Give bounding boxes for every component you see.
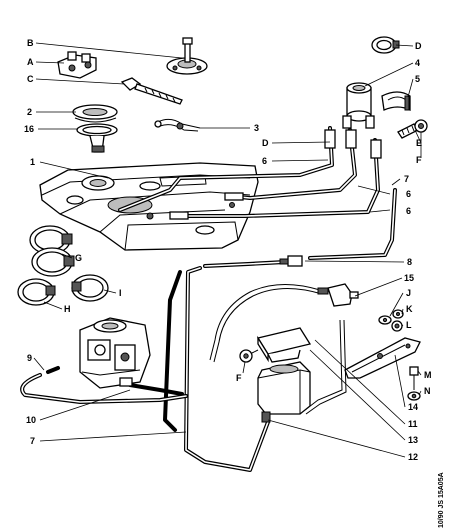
callout-4: 4 bbox=[415, 58, 420, 68]
connector-block-a bbox=[57, 51, 97, 79]
callout-k: K bbox=[406, 304, 413, 314]
callout-g: G bbox=[75, 253, 82, 263]
hose-clamp-h bbox=[17, 278, 56, 306]
bracket-14 bbox=[344, 337, 421, 379]
bolt-f-lower bbox=[239, 349, 259, 363]
callout-labels: B A C 2 16 D 4 5 3 D E F 1 6 7 6 6 G H I… bbox=[24, 38, 432, 462]
sender-unit-2 bbox=[72, 104, 118, 123]
callout-7-bottom: 7 bbox=[30, 436, 35, 446]
reference-code: 10/90 JS 15A05A bbox=[438, 472, 445, 528]
callout-14: 14 bbox=[408, 402, 418, 412]
fuel-gauge-sender-b bbox=[166, 37, 208, 75]
callout-b: B bbox=[27, 38, 34, 48]
callout-10: 10 bbox=[26, 415, 36, 425]
hose-clamp-i bbox=[71, 274, 109, 302]
callout-6a: 6 bbox=[262, 156, 267, 166]
callout-m: M bbox=[424, 370, 432, 380]
callout-11: 11 bbox=[408, 419, 418, 429]
nut-f-right bbox=[414, 119, 428, 133]
callout-e: E bbox=[416, 138, 422, 148]
callout-n: N bbox=[424, 386, 431, 396]
bolt-m bbox=[409, 366, 419, 390]
seal-ring-16 bbox=[76, 123, 118, 153]
callout-9: 9 bbox=[27, 353, 32, 363]
callout-8: 8 bbox=[407, 257, 412, 267]
callout-2: 2 bbox=[27, 107, 32, 117]
callout-5: 5 bbox=[415, 74, 420, 84]
callout-i: I bbox=[119, 288, 122, 298]
purge-valve-15 bbox=[317, 283, 359, 307]
callout-7-top: 7 bbox=[404, 174, 409, 184]
callout-d-mid: D bbox=[262, 138, 269, 148]
callout-f-lower: F bbox=[236, 373, 242, 383]
fuel-pipes bbox=[20, 126, 397, 472]
washer-j bbox=[378, 315, 392, 325]
canister-4 bbox=[342, 82, 375, 129]
callout-13: 13 bbox=[408, 435, 418, 445]
nut-n bbox=[407, 391, 421, 401]
hose-clip-d bbox=[371, 36, 400, 54]
callout-16: 16 bbox=[24, 124, 34, 134]
callout-6c: 6 bbox=[406, 206, 411, 216]
callout-j: J bbox=[406, 288, 411, 298]
mounting-bracket-5 bbox=[381, 91, 411, 112]
callout-15: 15 bbox=[404, 273, 414, 283]
washer-k bbox=[392, 309, 404, 319]
callout-12: 12 bbox=[408, 452, 418, 462]
wire-harness-3 bbox=[154, 118, 201, 132]
callout-c: C bbox=[27, 74, 34, 84]
hose-clamp-g2 bbox=[31, 247, 75, 277]
callout-a: A bbox=[27, 57, 34, 67]
callout-l: L bbox=[406, 320, 412, 330]
carburettor bbox=[79, 317, 151, 389]
nut-l bbox=[391, 320, 403, 332]
callout-3: 3 bbox=[254, 123, 259, 133]
callout-h: H bbox=[64, 304, 71, 314]
callout-d-top: D bbox=[415, 41, 422, 51]
callout-f-right: F bbox=[416, 155, 422, 165]
charcoal-canister bbox=[256, 327, 312, 423]
fuel-tank bbox=[39, 162, 259, 251]
callout-1: 1 bbox=[30, 157, 35, 167]
cable-tie-c bbox=[120, 77, 183, 105]
leader-lines bbox=[33, 42, 422, 458]
callout-6b: 6 bbox=[406, 189, 411, 199]
